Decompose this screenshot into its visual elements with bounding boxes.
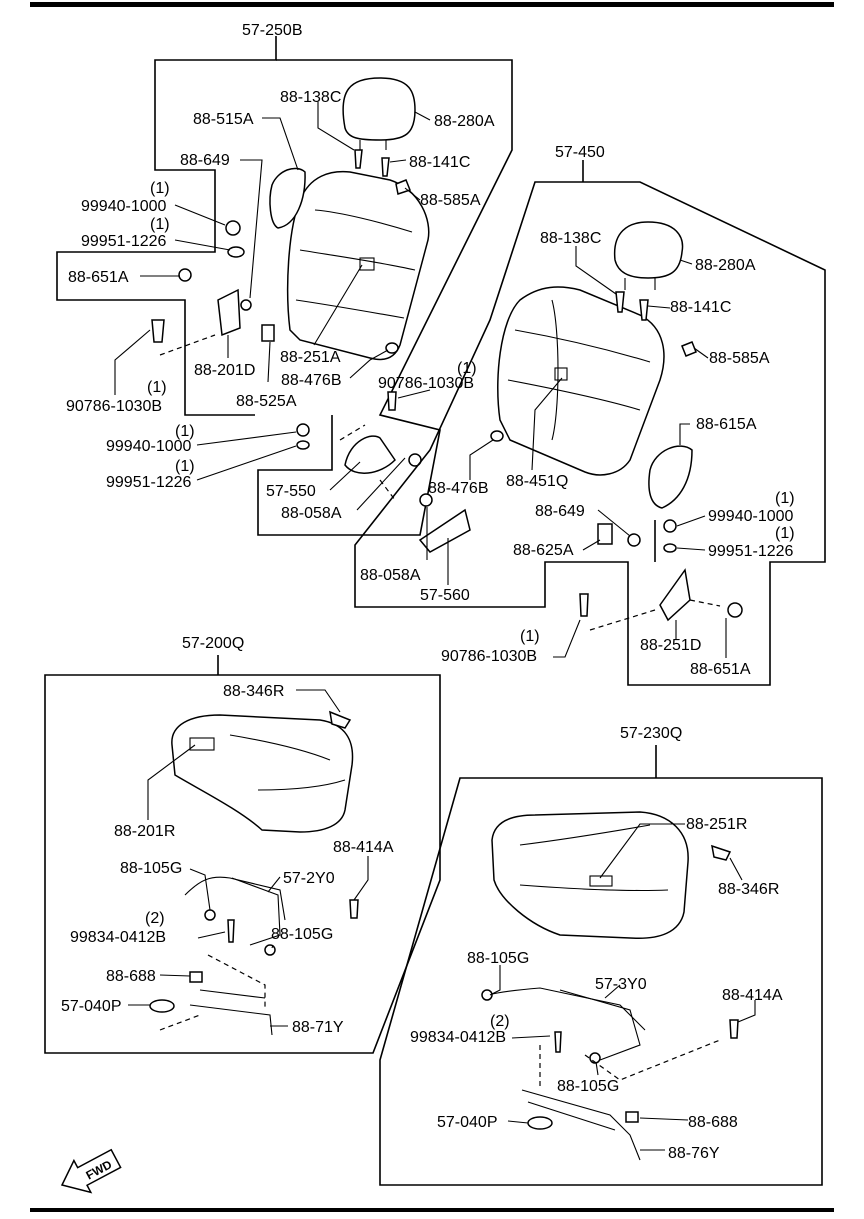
qty-1-h: (1) [775,525,795,542]
leaders-57-200Q [128,689,369,1031]
label-57-2Y0: 57-2Y0 [283,870,335,887]
label-57-040P-right: 57-040P [437,1114,498,1131]
small-parts-left [151,149,422,474]
label-88-649-left: 88-649 [180,152,230,169]
label-88-76Y: 88-76Y [668,1145,720,1162]
label-99834-0412B-b: 99834-0412B [410,1029,506,1046]
qty-1-e: (1) [175,423,195,440]
label-88-251D: 88-251D [640,637,701,654]
group-57-230Q-outline [379,745,823,1186]
label-88-251A: 88-251A [280,349,341,366]
seat-frame-left [149,876,359,1036]
group-label-57-560: 57-560 [420,587,470,604]
small-parts-right [418,291,743,622]
label-88-476B-left: 88-476B [281,372,342,389]
group-label-57-250B: 57-250B [242,22,303,39]
label-88-476B-right: 88-476B [428,480,489,497]
label-88-280A-left: 88-280A [434,113,495,130]
label-99940-1000-b: 99940-1000 [106,438,192,455]
leaders-left [114,102,431,511]
label-90786-1030B-c: 90786-1030B [441,648,537,665]
bottom-rule [30,1208,834,1212]
label-88-515A: 88-515A [193,111,254,128]
label-90786-1030B-b: 90786-1030B [378,375,474,392]
side-trim-88-615A [648,445,693,509]
group-57-200Q-outline [44,655,441,1054]
label-88-688-left: 88-688 [106,968,156,985]
label-99951-1226-b: 99951-1226 [106,474,192,491]
label-88-651A-right: 88-651A [690,661,751,678]
label-88-451Q: 88-451Q [506,473,568,490]
label-88-585A-right: 88-585A [709,350,770,367]
label-88-105G-a: 88-105G [120,860,182,877]
seat-cushion-left [171,710,354,833]
fwd-arrow-icon: FWD [60,1148,122,1194]
side-trim-88-515A [269,167,306,229]
group-label-57-200Q: 57-200Q [182,635,244,652]
group-57-250B-outline [56,36,513,536]
seat-frame-right [481,987,739,1161]
qty-2-a: (2) [145,910,165,927]
label-90786-1030B-a: 90786-1030B [66,398,162,415]
label-88-346R-right: 88-346R [718,881,779,898]
group-label-57-230Q: 57-230Q [620,725,682,742]
label-88-651A-left: 88-651A [68,269,129,286]
label-88-201D: 88-201D [194,362,255,379]
label-88-615A: 88-615A [696,416,757,433]
seat-cushion-right [491,811,732,940]
label-88-251R: 88-251R [686,816,747,833]
leaders-right [426,246,727,658]
headrest-left [342,77,416,150]
label-88-625A: 88-625A [513,542,574,559]
qty-1-f: (1) [175,458,195,475]
group-57-450-outline [354,160,826,686]
label-99951-1226-a: 99951-1226 [81,233,167,250]
label-99940-1000-c: 99940-1000 [708,508,794,525]
qty-1-c: (1) [147,379,167,396]
label-88-649-right: 88-649 [535,503,585,520]
label-88-105G-b: 88-105G [271,926,333,943]
label-88-71Y: 88-71Y [292,1019,344,1036]
top-rule [30,2,834,7]
group-label-57-550: 57-550 [266,483,316,500]
qty-1-a: (1) [150,180,170,197]
label-88-138C-left: 88-138C [280,89,341,106]
label-88-414A-right: 88-414A [722,987,783,1004]
seat-back-left [286,170,430,361]
label-88-058A-left: 88-058A [281,505,342,522]
label-88-141C-left: 88-141C [409,154,470,171]
seat-back-right [497,286,665,476]
label-88-346R-left: 88-346R [223,683,284,700]
label-88-105G-d: 88-105G [557,1078,619,1095]
qty-1-i: (1) [520,628,540,645]
label-57-040P-left: 57-040P [61,998,122,1015]
group-label-57-450: 57-450 [555,144,605,161]
label-88-105G-c: 88-105G [467,950,529,967]
label-88-585A-left: 88-585A [420,192,481,209]
label-88-525A: 88-525A [236,393,297,410]
label-88-201R: 88-201R [114,823,175,840]
label-99951-1226-c: 99951-1226 [708,543,794,560]
qty-1-b: (1) [150,216,170,233]
leaders-57-230Q [489,823,756,1151]
label-88-280A-right: 88-280A [695,257,756,274]
qty-1-g: (1) [775,490,795,507]
label-88-141C-right: 88-141C [670,299,731,316]
headrest-right [613,221,684,290]
label-88-688-right: 88-688 [688,1114,738,1131]
label-57-3Y0: 57-3Y0 [595,976,647,993]
label-88-138C-right: 88-138C [540,230,601,247]
label-99940-1000-a: 99940-1000 [81,198,167,215]
label-99834-0412B-a: 99834-0412B [70,929,166,946]
label-88-058A-right: 88-058A [360,567,421,584]
qty-2-b: (2) [490,1013,510,1030]
label-88-414A-left: 88-414A [333,839,394,856]
